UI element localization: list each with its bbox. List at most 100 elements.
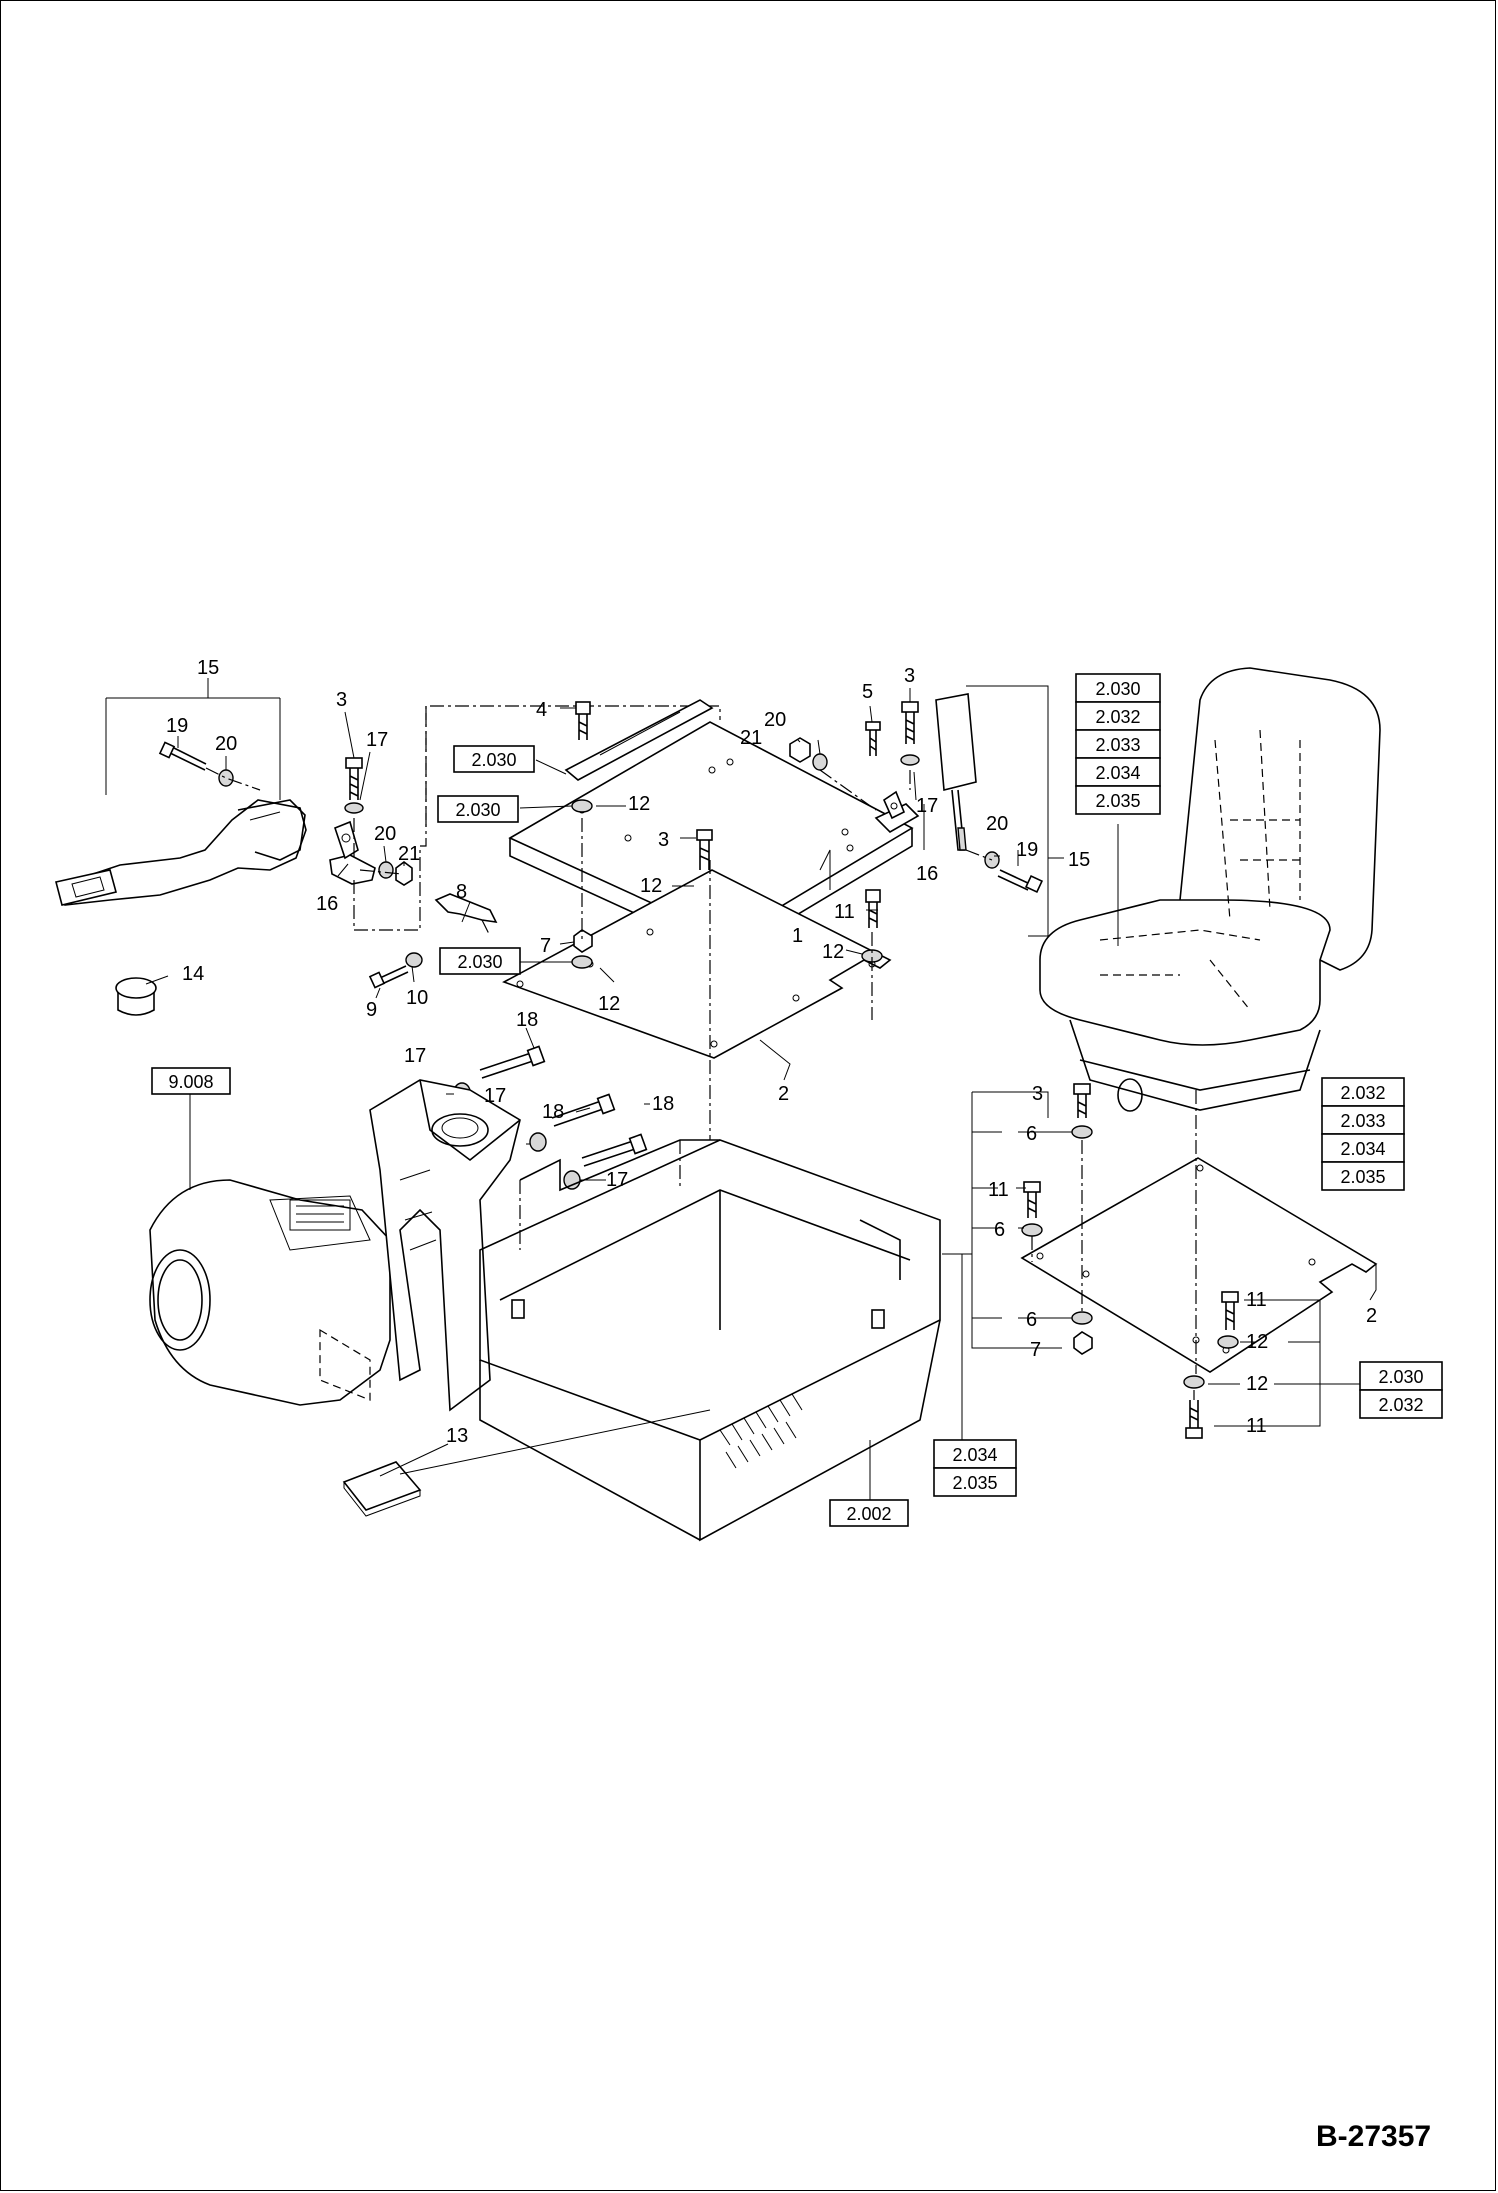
label-16: 16 <box>916 863 938 885</box>
label-2: 2 <box>778 1083 789 1105</box>
label-11: 11 <box>834 901 855 923</box>
label-15: 15 <box>1068 849 1090 871</box>
washer-12-d <box>571 955 593 969</box>
svg-text:2.030: 2.030 <box>1378 1367 1423 1387</box>
bolt-18-b <box>551 1093 616 1127</box>
washer-6-c <box>1071 1311 1093 1325</box>
label-19: 19 <box>166 715 188 737</box>
label-11: 11 <box>988 1179 1009 1201</box>
seat-belt-right <box>935 693 977 851</box>
label-12: 12 <box>822 941 844 963</box>
bolt-3-seat <box>1073 1083 1091 1118</box>
washer-17-b <box>529 1132 547 1152</box>
ref-stack-seat: 2.030 2.032 2.033 2.034 2.035 <box>1075 673 1161 815</box>
part-labels: 15 19 20 3 17 20 21 16 4 12 3 12 8 11 12… <box>166 657 1377 1447</box>
label-10: 10 <box>406 987 428 1009</box>
label-4: 4 <box>536 699 547 721</box>
label-7: 7 <box>540 935 551 957</box>
washer-20-left <box>218 769 234 787</box>
floor-mat-13 <box>342 1461 422 1517</box>
bolt-3-left <box>345 757 363 800</box>
label-12: 12 <box>1246 1331 1268 1353</box>
washer-12-e <box>1217 1335 1239 1349</box>
svg-text:2.030: 2.030 <box>1095 679 1140 699</box>
label-17: 17 <box>366 729 388 751</box>
assembly-line <box>1193 1090 1197 1400</box>
bolt-18-a <box>479 1045 546 1079</box>
label-16: 16 <box>316 893 338 915</box>
bolt-19-right <box>997 869 1044 894</box>
label-14: 14 <box>182 963 204 985</box>
svg-text:2.035: 2.035 <box>952 1473 997 1493</box>
label-20: 20 <box>215 733 237 755</box>
svg-text:2.030: 2.030 <box>457 952 502 972</box>
part-8 <box>434 893 498 924</box>
label-11: 11 <box>1246 1289 1267 1311</box>
washer-10 <box>405 952 423 968</box>
assembly-line <box>205 767 261 791</box>
svg-text:2.002: 2.002 <box>846 1504 891 1524</box>
svg-text:2.034: 2.034 <box>1340 1139 1385 1159</box>
washer-20-mid <box>378 861 394 879</box>
bolt-4 <box>575 701 591 740</box>
svg-text:2.032: 2.032 <box>1340 1083 1385 1103</box>
label-12: 12 <box>628 793 650 815</box>
assembly-line <box>353 705 721 931</box>
label-3: 3 <box>658 829 669 851</box>
label-6: 6 <box>1026 1123 1037 1145</box>
svg-text:2.034: 2.034 <box>952 1445 997 1465</box>
assembly-line <box>819 769 993 861</box>
plug-14 <box>115 977 157 1016</box>
svg-text:2.032: 2.032 <box>1095 707 1140 727</box>
ref-box-2030-a: 2.030 <box>453 745 535 773</box>
hinge-4 <box>564 699 714 781</box>
label-5: 5 <box>862 681 873 703</box>
ref-box-2002: 2.002 <box>829 1499 909 1527</box>
base-frame <box>479 1139 941 1542</box>
svg-text:2.035: 2.035 <box>1095 791 1140 811</box>
label-9: 9 <box>366 999 377 1021</box>
bolt-3-plate <box>696 829 713 870</box>
steering-pillar <box>369 1079 521 1412</box>
svg-text:2.032: 2.032 <box>1378 1395 1423 1415</box>
document-id: B-27357 <box>1316 2120 1431 2153</box>
bolt-11-plate <box>865 889 881 928</box>
ref-stack-box: 2.034 2.035 <box>933 1439 1017 1497</box>
seat-belt-left <box>55 799 307 906</box>
bolt-11-upper <box>1221 1291 1239 1330</box>
assembly-line <box>581 818 873 1140</box>
label-6: 6 <box>994 1219 1005 1241</box>
bracket-16-left <box>329 820 376 885</box>
assembly-line <box>481 919 491 937</box>
bolt-19-left <box>158 741 207 771</box>
seat-mount-plate <box>1020 1157 1378 1373</box>
ref-stack-lower: 2.030 2.032 <box>1359 1361 1443 1419</box>
washer-20-right <box>812 753 828 771</box>
assembly-line <box>353 818 403 875</box>
bolt-11-seat <box>1023 1181 1041 1218</box>
ref-box-2030-c: 2.030 <box>439 947 521 975</box>
bolt-11-lower <box>1185 1400 1203 1439</box>
nut-7-b <box>1073 1331 1093 1355</box>
bolt-9 <box>368 965 409 989</box>
label-21: 21 <box>398 843 420 865</box>
bracket-16-right <box>874 790 920 833</box>
label-18: 18 <box>516 1009 538 1031</box>
label-3: 3 <box>1032 1083 1043 1105</box>
label-13: 13 <box>446 1425 468 1447</box>
label-12: 12 <box>640 875 662 897</box>
label-20: 20 <box>764 709 786 731</box>
label-15: 15 <box>197 657 219 679</box>
label-21: 21 <box>740 727 762 749</box>
ref-box-9008: 9.008 <box>151 1067 231 1095</box>
washer-6-a <box>1071 1125 1093 1139</box>
label-17: 17 <box>916 795 938 817</box>
leader-line <box>399 1409 711 1475</box>
ref-stack-plate: 2.032 2.033 2.034 2.035 <box>1321 1077 1405 1191</box>
label-17: 17 <box>484 1085 506 1107</box>
bolt-5 <box>865 721 881 756</box>
dashboard-console <box>149 1179 391 1406</box>
svg-text:2.034: 2.034 <box>1095 763 1140 783</box>
label-6: 6 <box>1026 1309 1037 1331</box>
